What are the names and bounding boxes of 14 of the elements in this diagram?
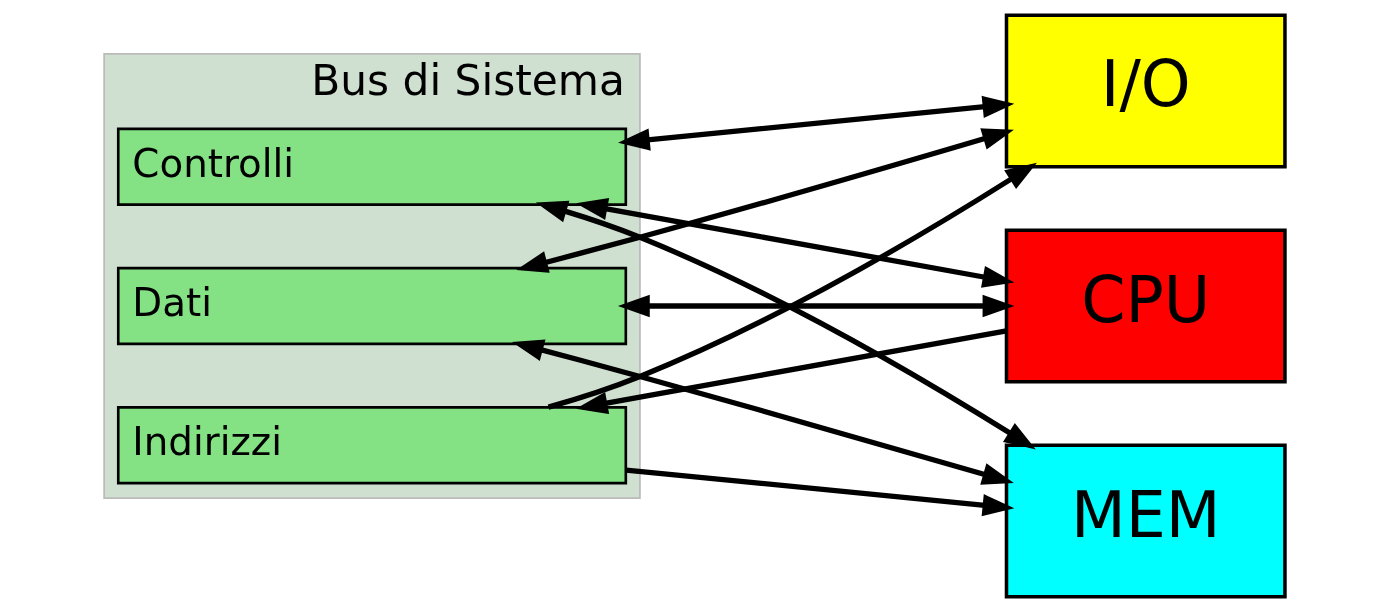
node-box: CPU [1004,228,1287,384]
arrow [575,198,1015,288]
arrow [618,95,1015,151]
arrow [511,339,1014,485]
arrow [516,128,1014,273]
arrow [617,294,1015,318]
node-box: I/O [1004,13,1287,169]
arrow [535,200,1036,450]
node-box: Controlli [116,127,628,206]
node-box: MEM [1004,443,1287,599]
node-box: Indirizzi [116,406,628,485]
node-box: Dati [116,266,628,346]
arrow [625,467,1015,517]
arrow [575,328,1007,414]
